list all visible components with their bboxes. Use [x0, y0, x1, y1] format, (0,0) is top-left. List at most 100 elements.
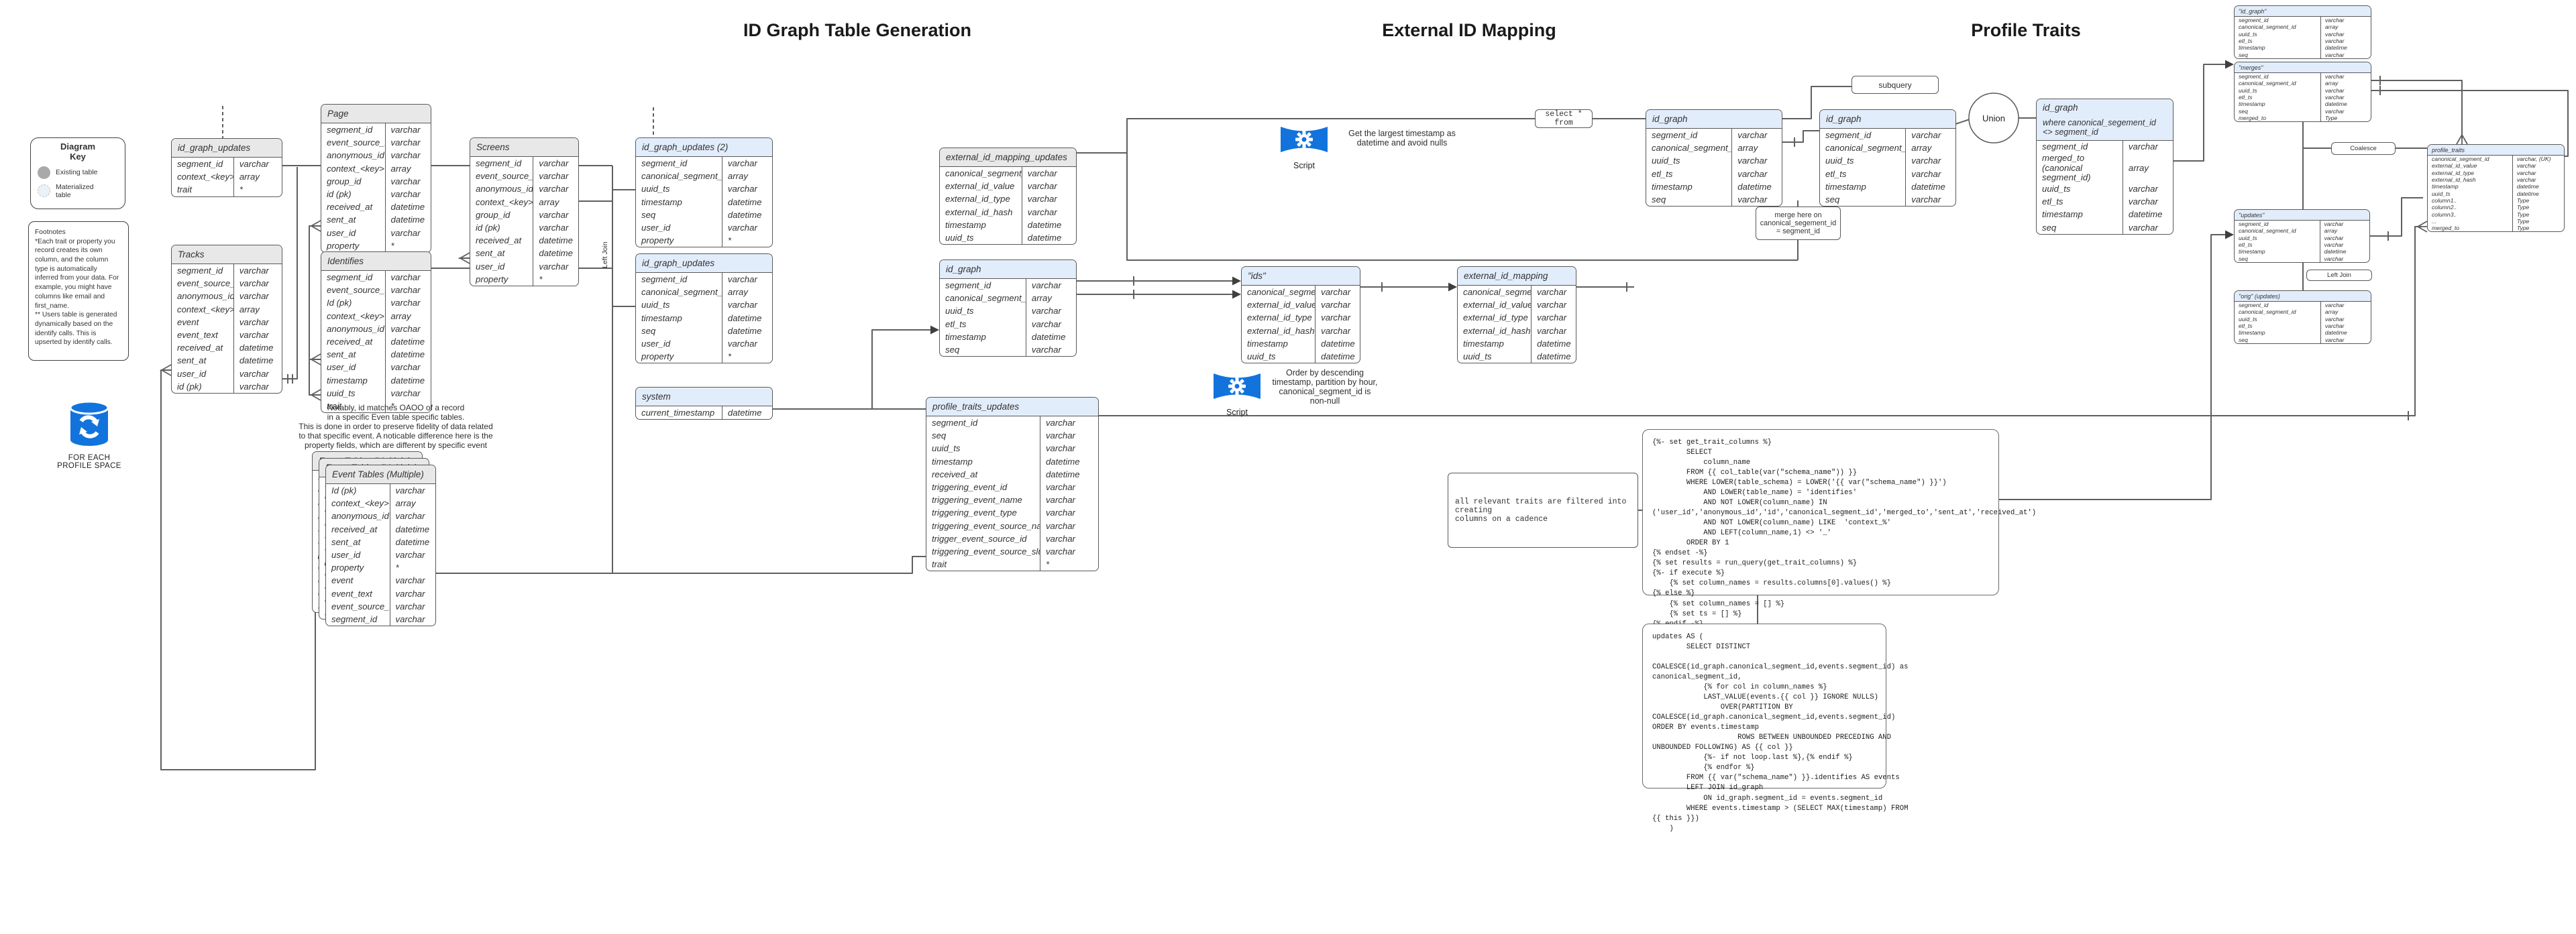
column-name: timestamp — [932, 456, 973, 467]
column-type: varchar — [233, 367, 282, 380]
column-name: Id (pk) — [331, 485, 357, 496]
column-name: canonical_segment_id — [1652, 143, 1732, 154]
connector[interactable] — [2371, 90, 2569, 157]
table-title: Screens — [470, 138, 578, 157]
connector[interactable] — [1077, 118, 1535, 154]
column-name: property — [327, 240, 360, 251]
connector[interactable] — [1782, 130, 1819, 143]
connector[interactable] — [436, 556, 926, 574]
crow-marker — [458, 252, 470, 264]
table-row: column1..Type — [2428, 196, 2564, 205]
connector[interactable] — [282, 167, 298, 380]
column-name: group_id — [327, 176, 362, 186]
label-box-left_join_box[interactable]: Left Join — [2306, 270, 2372, 281]
column-type: varchar — [384, 136, 431, 150]
column-type: varchar — [1021, 192, 1076, 206]
column-name: timestamp — [945, 219, 986, 230]
column-name: received_at — [331, 524, 378, 534]
crow-marker — [159, 364, 172, 376]
column-name: event — [331, 575, 354, 586]
label-box-traits_annotation[interactable]: all relevant traits are filtered into cr… — [1448, 473, 1638, 548]
footnotes-panel[interactable]: Footnotes *Each trait or property you re… — [28, 221, 129, 361]
connector[interactable] — [1955, 119, 1970, 125]
table-screens[interactable]: Screenssegment_idvarcharevent_source_idv… — [470, 137, 579, 286]
column-name: external_id_hash — [1463, 325, 1531, 336]
connector[interactable] — [2174, 64, 2229, 162]
table-row: Id (pk)varchar — [326, 484, 435, 498]
connector[interactable] — [1126, 153, 1798, 261]
table-external_id_mapping[interactable]: external_id_mappingcanonical_segment_idv… — [1457, 266, 1576, 364]
column-type: varchar — [233, 277, 282, 290]
script-shape-orderby[interactable]: Script — [1210, 369, 1264, 417]
table-tracks[interactable]: Trackssegment_idvarcharevent_source_idva… — [171, 245, 282, 394]
column-type: varchar — [1531, 324, 1576, 337]
column-type: datetime — [721, 324, 772, 337]
column-type: datetime — [1039, 467, 1098, 481]
column-name: event_source_id — [177, 278, 233, 289]
arrow-marker — [930, 325, 939, 335]
column-type: datetime — [721, 406, 772, 420]
connector[interactable] — [871, 329, 934, 409]
column-name: triggering_event_source_slug — [932, 546, 1040, 557]
column-name: segment_id — [945, 280, 991, 291]
column-name: seq — [2239, 107, 2248, 115]
table-title: id_graph_updates — [172, 139, 282, 158]
union-node[interactable]: Union — [1967, 91, 2021, 148]
column-name: external_id_value — [1463, 300, 1532, 310]
connector[interactable] — [1998, 234, 2229, 500]
column-type: datetime — [384, 373, 431, 387]
table-name: Page — [327, 109, 349, 119]
for-each-profile-space[interactable]: FOR EACH PROFILE SPACE — [52, 400, 126, 470]
column-name: id (pk) — [177, 381, 202, 392]
label-box-merge_note[interactable]: merge here on canonical_segement_id = se… — [1756, 207, 1841, 240]
table-page[interactable]: Pagesegment_idvarcharevent_source_idvarc… — [321, 104, 431, 253]
column-name: event_source_id — [331, 601, 390, 611]
table-title: id_graph_updates — [636, 254, 772, 273]
table-title: id_graph_updates (2) — [636, 138, 772, 157]
table-name: "id_graph" — [2239, 7, 2267, 15]
diagram-key[interactable]: Diagram Key Existing table Materialized … — [30, 137, 125, 209]
connector[interactable] — [2370, 197, 2423, 237]
code-block-updates_cte[interactable]: updates AS ( SELECT DISTINCT COALESCE(id… — [1642, 624, 1908, 833]
label-box-subquery[interactable]: subquery — [1851, 76, 1939, 94]
table-row: trait* — [926, 558, 1098, 571]
column-type: varchar — [2320, 302, 2371, 309]
column-type: varchar — [384, 226, 431, 239]
script-shape-timestamp[interactable]: Script — [1277, 123, 1331, 170]
label-box-select_from[interactable]: select * from — [1535, 109, 1593, 128]
table-ids[interactable]: "ids"canonical_segment_idvarcharexternal… — [1241, 266, 1360, 364]
column-type: array — [2320, 80, 2371, 87]
connector[interactable] — [309, 225, 321, 396]
section-title-external-id: External ID Mapping — [1382, 20, 1556, 40]
code-block-trait_columns_macro[interactable]: {%- set get_trait_columns %} SELECT colu… — [1642, 429, 2036, 628]
connector[interactable] — [2371, 80, 2463, 139]
label-box-coalesce[interactable]: Coalesce — [2331, 142, 2396, 155]
